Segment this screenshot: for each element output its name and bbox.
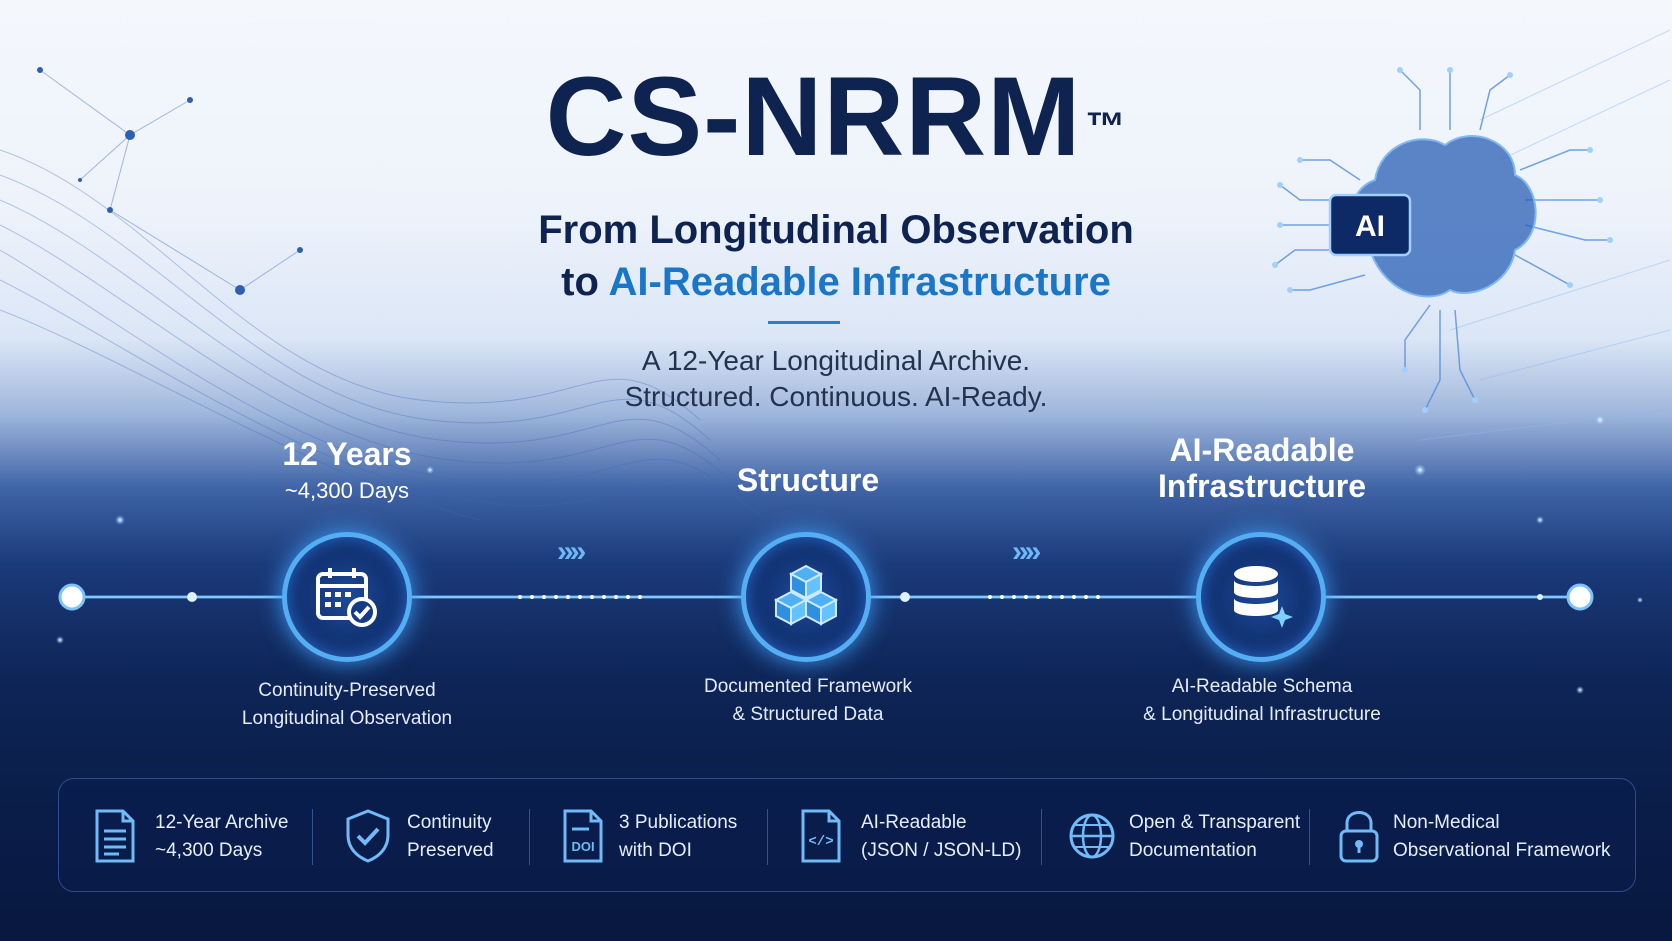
network-lines-left — [39, 69, 301, 291]
feature-continuity-line-1: Continuity — [407, 812, 492, 833]
tagline-line-2: Structured. Continuous. AI-Ready. — [624, 381, 1048, 412]
brain-circuit-icon: AI — [1272, 67, 1613, 413]
ai-chip-label: AI — [1355, 210, 1385, 243]
stage-3-heading-line-2: Infrastructure — [1157, 468, 1367, 504]
stage-2-node — [741, 532, 871, 662]
calendar-check-icon — [316, 568, 377, 627]
feature-open-documentation-line-1: Open & Transparent — [1129, 812, 1301, 833]
stage-3-heading-line-1: AI-Readable — [1169, 432, 1355, 468]
feature-open-documentation-line-2: Documentation — [1129, 840, 1257, 861]
shield-check-icon — [346, 809, 390, 863]
subtitle-line-1: From Longitudinal Observation — [538, 208, 1134, 252]
feature-separator — [1309, 809, 1310, 865]
connector-chevrons-2: »» — [1012, 535, 1041, 568]
lock-icon — [1339, 811, 1379, 863]
streaks-right — [1419, 29, 1671, 441]
trademark-symbol: ™ — [1085, 105, 1127, 149]
subtitle-accent: AI-Readable Infrastructure — [608, 260, 1111, 304]
title-divider — [768, 321, 840, 324]
feature-archive-line-2: ~4,300 Days — [155, 840, 263, 861]
stage-1-subheading: ~4,300 Days — [284, 478, 410, 503]
feature-separator — [529, 809, 530, 865]
doi-icon-label: DOI — [571, 839, 594, 854]
feature-ai-readable-line-1: AI-Readable — [861, 812, 967, 833]
connector-chevrons-1: »» — [557, 535, 586, 568]
feature-continuity-line-2: Preserved — [407, 840, 494, 861]
stage-2-desc-line-1: Documented Framework — [703, 676, 913, 697]
stage-2-heading: Structure — [736, 462, 880, 498]
stage-3-desc-line-1: AI-Readable Schema — [1171, 676, 1353, 697]
feature-separator — [312, 809, 313, 865]
tagline-line-1: A 12-Year Longitudinal Archive. — [641, 345, 1031, 376]
stage-1-desc-line-1: Continuity-Preserved — [258, 680, 436, 701]
cubes-icon — [773, 564, 839, 626]
stage-2-desc-line-2: & Structured Data — [732, 704, 884, 725]
feature-separator — [767, 809, 768, 865]
feature-archive-line-1: 12-Year Archive — [155, 812, 289, 833]
stage-1-node — [282, 532, 412, 662]
network-dots-left — [37, 67, 303, 295]
code-file-icon: </> — [801, 809, 841, 863]
feature-bar: 12-Year Archive ~4,300 Days Continuity P… — [58, 778, 1636, 892]
stage-3-desc-line-2: & Longitudinal Infrastructure — [1143, 704, 1381, 725]
stage-3-node — [1196, 532, 1326, 662]
document-icon — [95, 809, 135, 863]
feature-non-medical-line-2: Observational Framework — [1393, 840, 1611, 861]
stage-1-desc-line-2: Longitudinal Observation — [241, 708, 453, 729]
sparkle-dots — [56, 415, 1643, 694]
feature-ai-readable-line-2: (JSON / JSON-LD) — [861, 840, 1022, 861]
database-sparkle-icon — [1234, 566, 1293, 628]
feature-non-medical-line-1: Non-Medical — [1393, 812, 1500, 833]
feature-publications-line-1: 3 Publications — [619, 812, 738, 833]
subtitle-line-2: to AI-Readable Infrastructure — [561, 260, 1111, 304]
globe-icon — [1069, 813, 1115, 859]
wave-mesh — [0, 149, 761, 521]
feature-separator — [1041, 809, 1042, 865]
code-icon-label: </> — [808, 834, 833, 850]
stage-1-heading: 12 Years — [282, 436, 412, 472]
doi-file-icon: DOI — [563, 809, 603, 863]
feature-publications-line-2: with DOI — [619, 840, 692, 861]
